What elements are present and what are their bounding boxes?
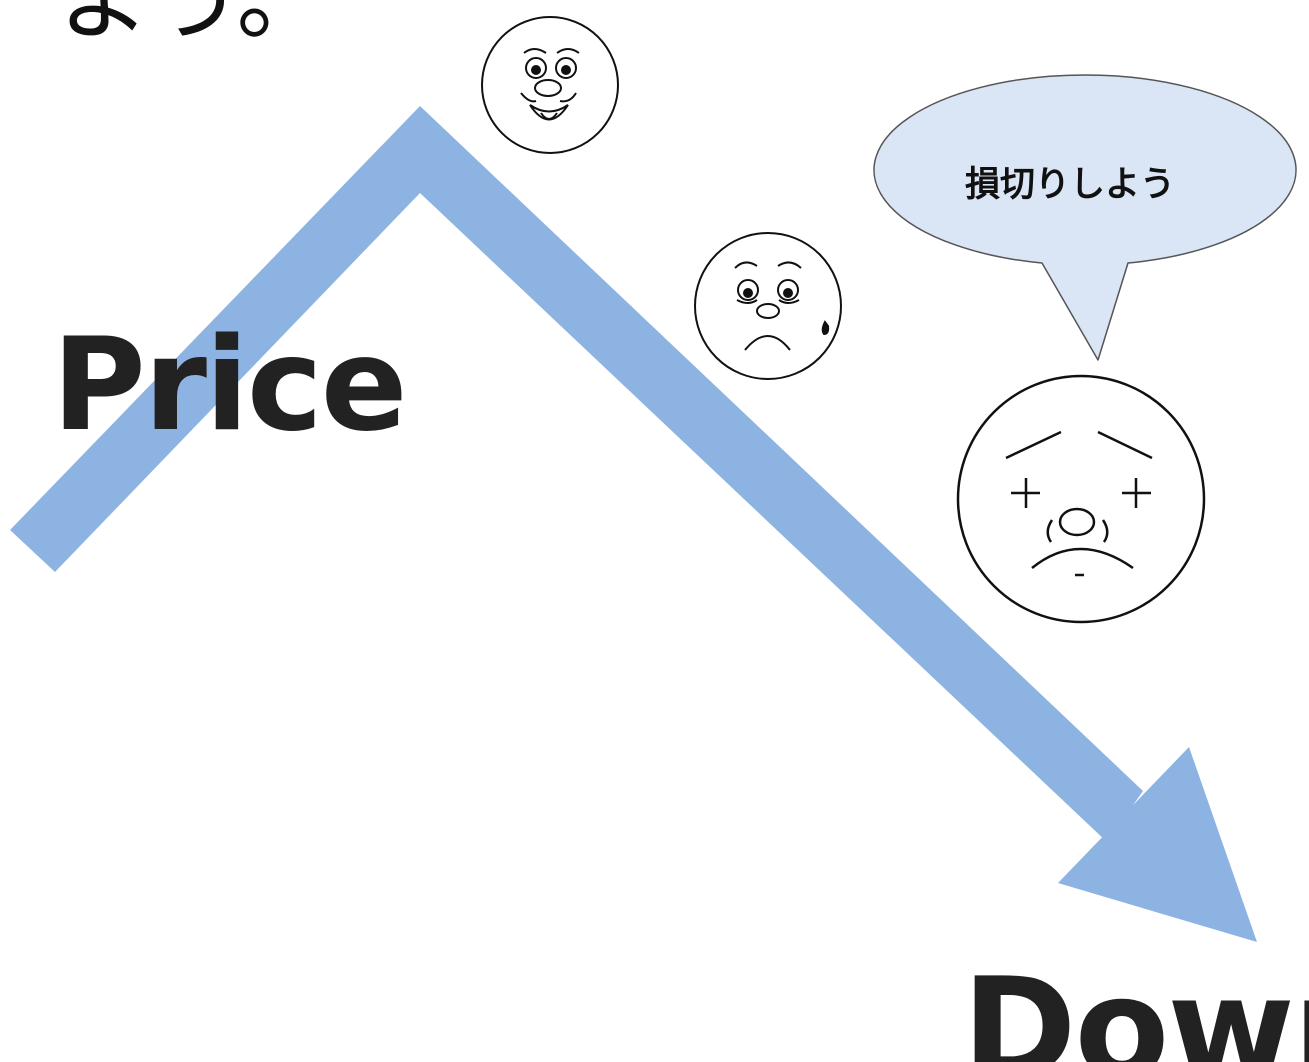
happy-face-icon bbox=[481, 16, 619, 154]
price-trend-arrow bbox=[10, 106, 1257, 942]
speech-bubble-shape bbox=[873, 74, 1297, 361]
arrow-rising-segment bbox=[10, 106, 420, 572]
down-label: Down bbox=[962, 948, 1309, 1062]
speech-bubble bbox=[873, 74, 1297, 361]
arrow-head bbox=[1058, 747, 1257, 942]
worried-face-icon bbox=[694, 232, 842, 380]
distressed-face-icon bbox=[956, 374, 1206, 624]
price-label: Price bbox=[52, 311, 407, 460]
speech-bubble-text: 損切りしよう bbox=[964, 165, 1175, 205]
arrow-falling-shaft bbox=[420, 106, 1143, 842]
heading-fragment-text: よう。 bbox=[58, 0, 328, 46]
